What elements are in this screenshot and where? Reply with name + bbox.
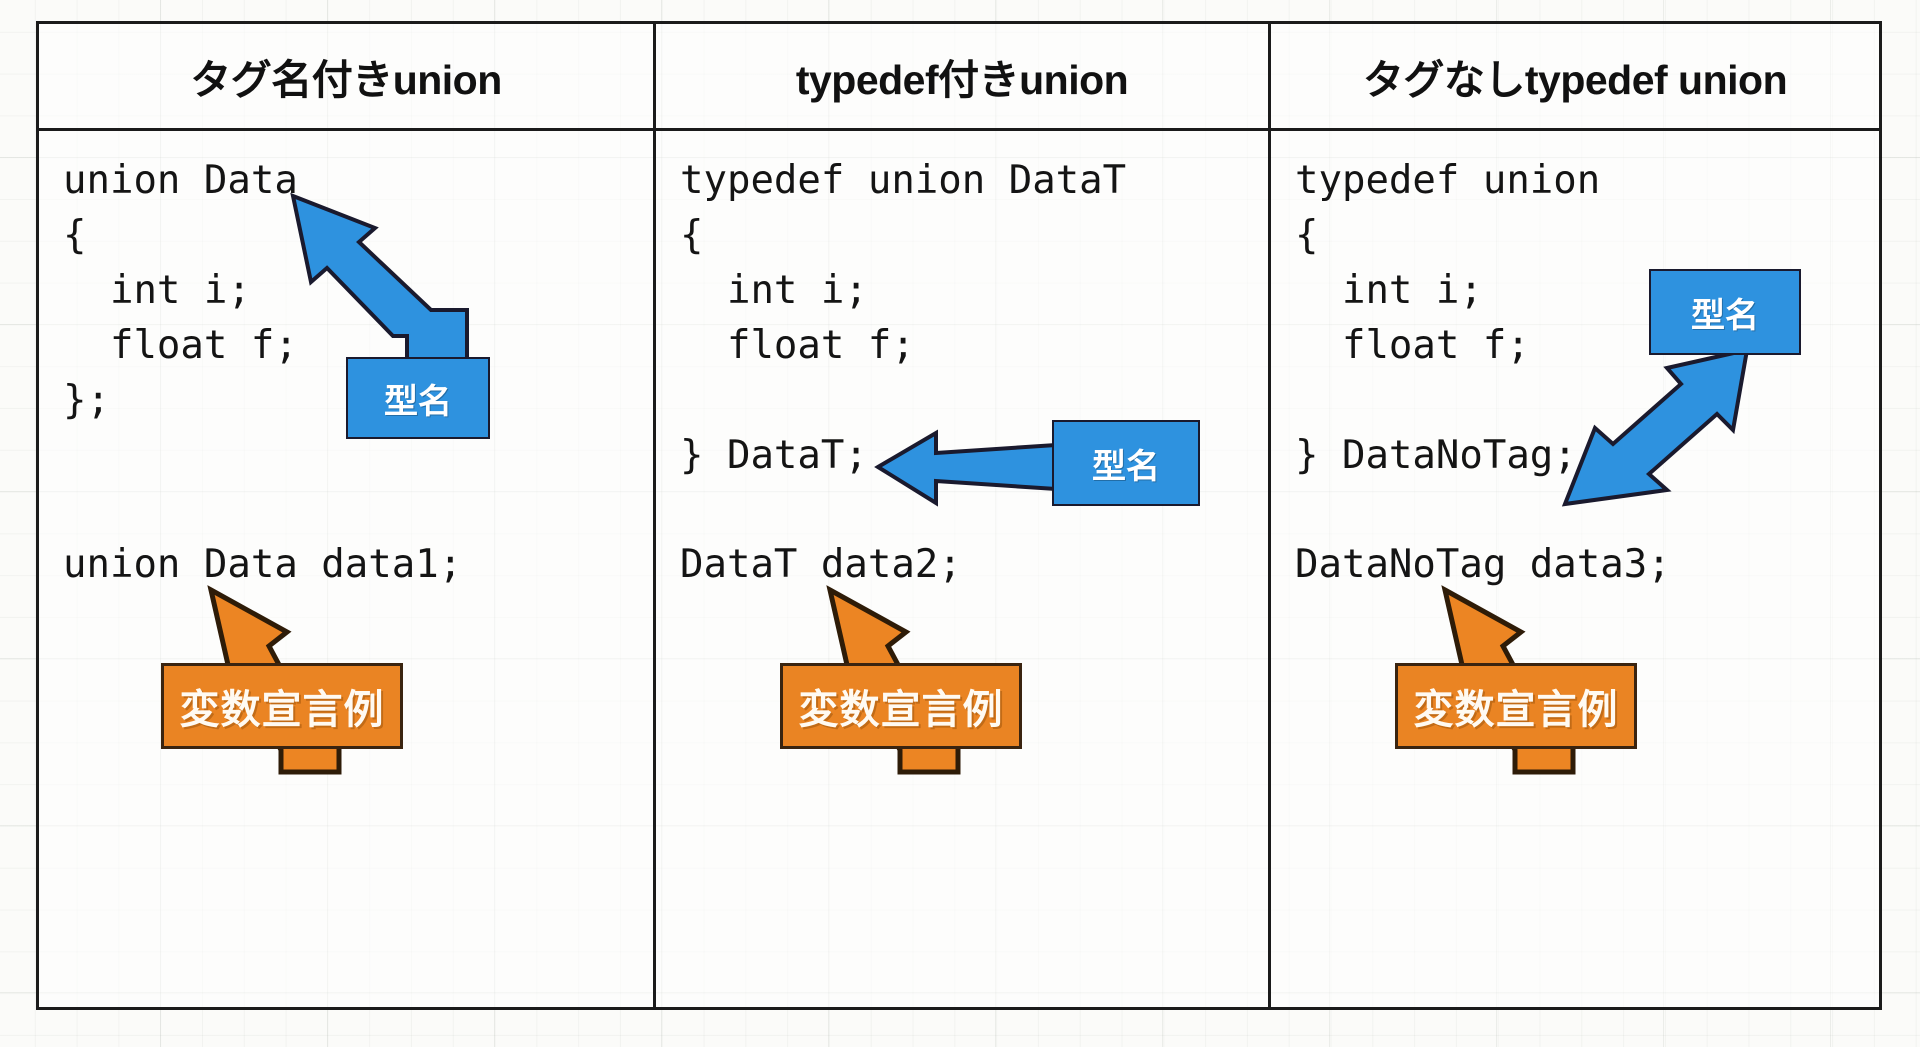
blue-arrow-typedef-union	[874, 429, 1058, 507]
callout-type-name-col3: 型名	[1649, 269, 1801, 355]
declaration-line-data2: DataT data2;	[680, 542, 962, 587]
header-label: タグ名付きunion	[190, 57, 502, 103]
code-block-tagged-union: union Data	[63, 153, 298, 208]
callout-type-name-col2: 型名	[1052, 420, 1200, 506]
header-label: タグなしtypedef union	[1362, 57, 1788, 103]
table-body-row: union Data { int i; float f; }; union Da…	[39, 131, 1879, 1010]
code-line: } DataNoTag;	[1295, 433, 1577, 478]
code-line: } DataT;	[680, 433, 868, 478]
callout-variable-declaration-col2: 変数宣言例	[780, 663, 1022, 749]
body-cell-tagged-union: union Data { int i; float f; }; union Da…	[39, 131, 656, 1010]
header-label: typedef付きunion	[795, 57, 1129, 103]
code-line: int i;	[680, 268, 868, 313]
header-cell-typedef-union: typedef付きunion	[656, 24, 1271, 128]
code-block-anonymous-typedef-union: typedef union	[1295, 153, 1600, 208]
blue-arrow-tagged-union	[290, 192, 469, 364]
code-line: };	[63, 378, 110, 423]
code-line: {	[680, 213, 704, 258]
code-line: float f;	[1295, 323, 1530, 368]
header-cell-tagged-union: タグ名付きunion	[39, 24, 656, 128]
code-line: float f;	[680, 323, 915, 368]
code-line: {	[63, 213, 87, 258]
blue-arrow-anonymous-typedef-union	[1561, 347, 1750, 507]
table-header-row: タグ名付きunion typedef付きunion タグなしtypedef un…	[39, 24, 1879, 131]
code-block-typedef-union: typedef union DataT	[680, 153, 1126, 208]
code-line: {	[1295, 213, 1319, 258]
body-cell-typedef-union: typedef union DataT { int i; float f; } …	[656, 131, 1271, 1010]
code-line-1: typedef union	[1295, 158, 1601, 203]
callout-type-name-col1: 型名	[346, 357, 490, 439]
callout-variable-declaration-col1: 変数宣言例	[161, 663, 403, 749]
declaration-line-data1: union Data data1;	[63, 542, 463, 587]
code-line: float f;	[63, 323, 298, 368]
code-line: int i;	[63, 268, 251, 313]
callout-variable-declaration-col3: 変数宣言例	[1395, 663, 1637, 749]
comparison-table: タグ名付きunion typedef付きunion タグなしtypedef un…	[36, 21, 1882, 1010]
declaration-line-data3: DataNoTag data3;	[1295, 542, 1671, 587]
code-line-1: union Data	[63, 158, 298, 203]
header-cell-anonymous-typedef-union: タグなしtypedef union	[1271, 24, 1879, 128]
code-line: int i;	[1295, 268, 1483, 313]
body-cell-anonymous-typedef-union: typedef union { int i; float f; } DataNo…	[1271, 131, 1879, 1010]
code-line-1: typedef union DataT	[680, 158, 1127, 203]
